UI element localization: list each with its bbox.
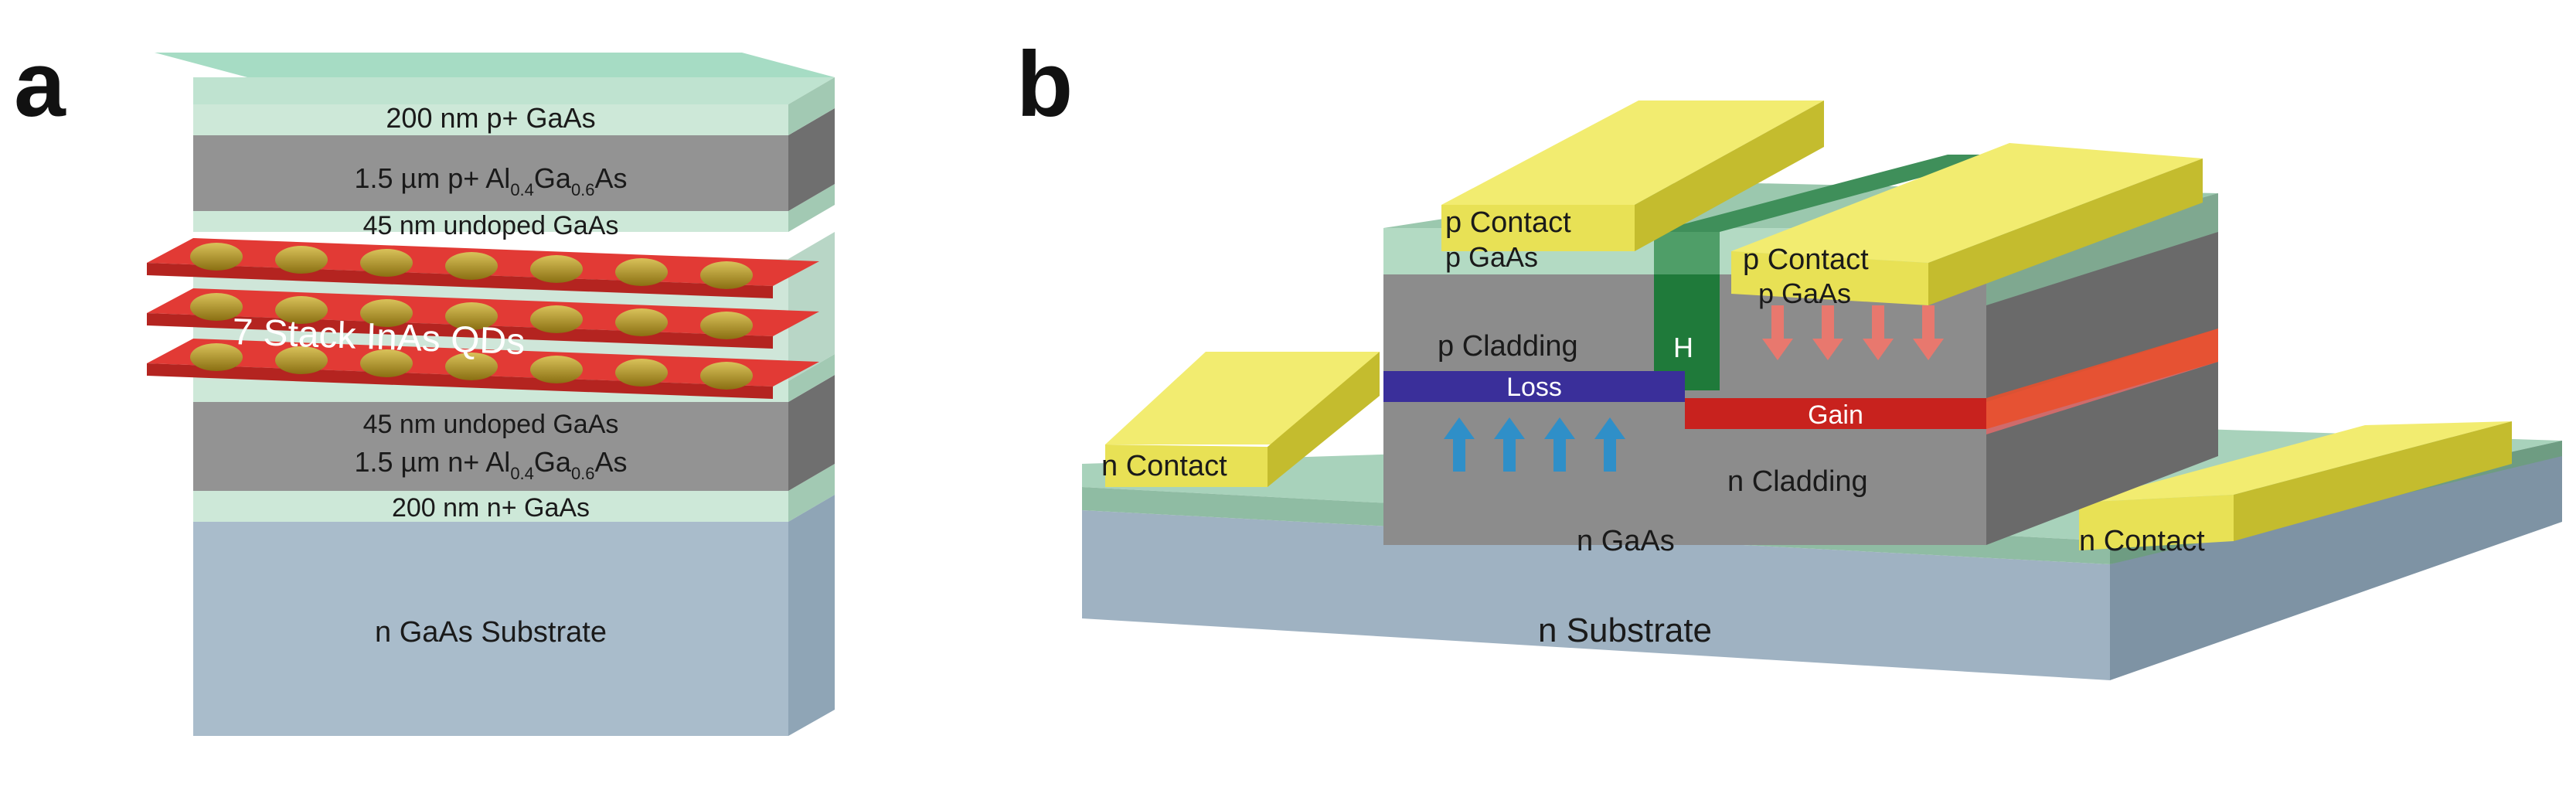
label-n-substrate: n Substrate: [1538, 611, 1712, 649]
label-bottom-contact: 200 nm n+ GaAs: [392, 493, 590, 523]
down-arrow: [1913, 305, 1944, 360]
up-arrow: [1594, 417, 1625, 472]
down-arrows: [1762, 305, 1944, 360]
h-section-block: [1654, 232, 1720, 390]
label-p-cladding: 1.5 µm p+ Al0.4Ga0.6As: [354, 162, 627, 199]
up-arrow: [1544, 417, 1575, 472]
label-n-cladding: 1.5 µm n+ Al0.4Ga0.6As: [354, 446, 627, 483]
panel-b-letter: b: [1016, 32, 1073, 136]
qd-stack: 7 Stack InAs QDs: [147, 232, 835, 399]
panel-a: a: [14, 32, 835, 736]
label-p-contact-left: p Contact: [1445, 206, 1571, 239]
substrate-slab: [1082, 441, 2562, 680]
down-arrow: [1863, 305, 1894, 360]
label-loss: Loss: [1506, 373, 1562, 402]
label-p-contact-right: p Contact: [1743, 244, 1869, 276]
gain-strip: [1685, 329, 2218, 429]
n-contact-right-pad: [2079, 421, 2512, 550]
label-p-cladding: p Cladding: [1438, 330, 1578, 363]
label-n-contact-right: n Contact: [2079, 525, 2205, 557]
label-substrate: n GaAs Substrate: [375, 616, 607, 649]
down-arrow: [1812, 305, 1843, 360]
layer-substrate: [193, 495, 835, 736]
qd-stack-label: 7 Stack InAs QDs: [232, 312, 526, 363]
panel-a-letter: a: [14, 32, 66, 136]
label-gain: Gain: [1808, 400, 1863, 430]
layer-p-cladding: [193, 108, 835, 211]
label-upper-spacer: 45 nm undoped GaAs: [363, 211, 619, 240]
label-h: H: [1673, 332, 1693, 363]
label-top-contact: 200 nm p+ GaAs: [386, 102, 595, 134]
up-arrows: [1444, 417, 1625, 472]
p-contact-right-pad: [1731, 143, 2203, 305]
up-arrow: [1444, 417, 1475, 472]
label-n-cladding: n Cladding: [1727, 465, 1868, 498]
layer-n-cladding: [193, 375, 835, 491]
down-arrow: [1762, 305, 1793, 360]
loss-strip: [1383, 371, 1685, 402]
layer-top-contact: [155, 53, 835, 135]
label-p-gaas-left: p GaAs: [1445, 241, 1538, 273]
label-p-gaas-right: p GaAs: [1758, 278, 1851, 309]
n-contact-left-pad: [1105, 352, 1380, 487]
label-n-contact-left: n Contact: [1101, 450, 1227, 482]
label-n-gaas: n GaAs: [1577, 525, 1675, 557]
qd-dots-row-3: [190, 343, 753, 390]
layer-upper-spacer: [193, 184, 835, 232]
panel-b: b: [1016, 32, 2562, 680]
qd-dots-row-1: [190, 243, 753, 289]
qd-dots-row-2: [190, 293, 753, 339]
center-trench: [1654, 155, 2006, 232]
layer-bottom-contact: [193, 464, 835, 522]
label-lower-spacer: 45 nm undoped GaAs: [363, 410, 619, 439]
up-arrow: [1494, 417, 1525, 472]
p-contact-left-pad: [1441, 100, 1824, 251]
